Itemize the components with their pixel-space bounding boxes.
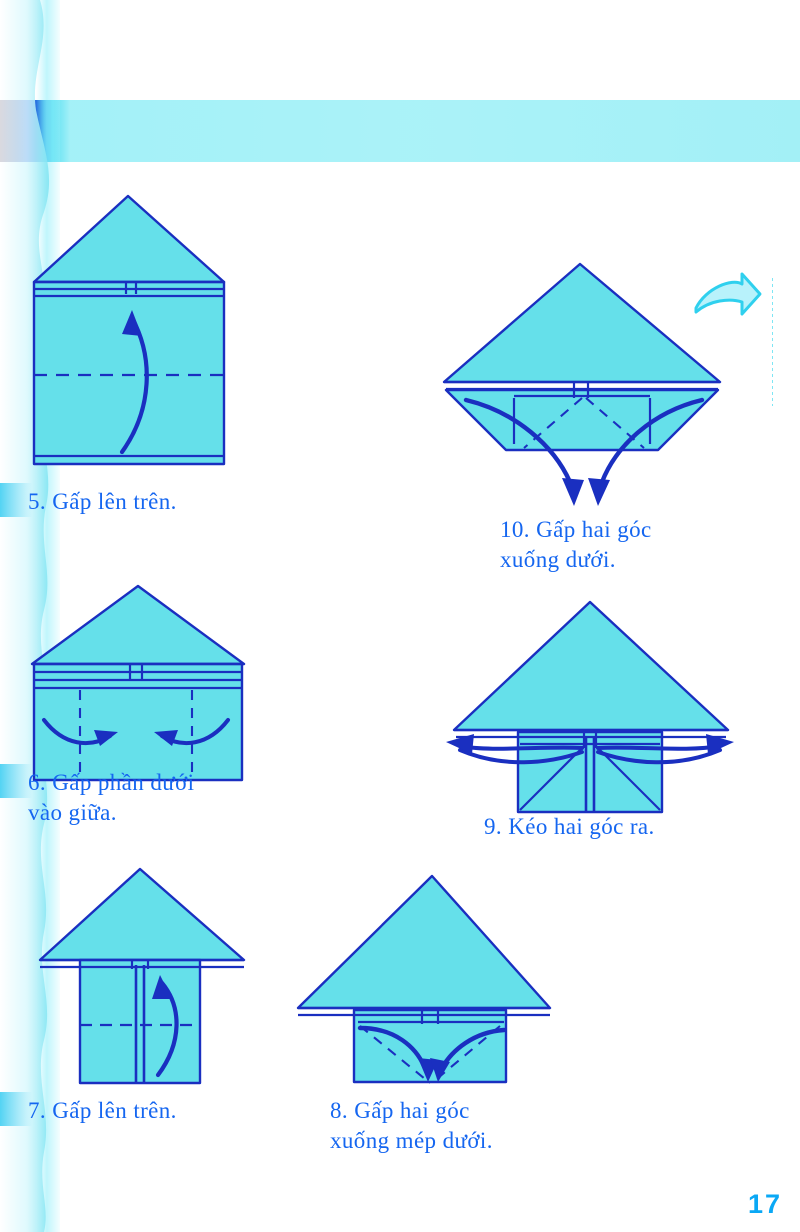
scan-shadow-edge	[0, 100, 70, 162]
fold-arrow-head	[152, 975, 172, 999]
diagram-step-8	[292, 868, 557, 1084]
roof-triangle	[38, 867, 246, 962]
body-rect	[32, 280, 226, 466]
valley-fold-lines	[523, 397, 645, 449]
caption-step-7: 7. Gấp lên trên.	[0, 1091, 177, 1127]
body-rect	[32, 662, 244, 782]
roof-triangle	[32, 194, 226, 284]
fold-arrow-head-left	[94, 730, 118, 746]
scan-light-band	[0, 100, 800, 162]
fold-arrow-head-right	[588, 478, 610, 506]
roof-triangle	[296, 874, 552, 1010]
caption-step-5: 5. Gấp lên trên.	[0, 482, 177, 518]
body-rect	[78, 958, 202, 1085]
fold-arrow-head-right	[430, 1058, 450, 1082]
diagram-step-10	[436, 258, 736, 508]
pull-arrow-head-right	[706, 734, 734, 754]
caption-step-9: 9. Kéo hai góc ra.	[484, 814, 655, 839]
roof-triangle	[30, 584, 246, 666]
caption-step-8: 8. Gấp hai góc xuống mép dưới.	[330, 1098, 493, 1154]
caption-step-6: 6. Gấp phần dưới vào giữa.	[0, 764, 194, 829]
fold-arrow-head-left	[562, 478, 584, 506]
diagram-step-9	[432, 598, 742, 818]
margin-dotted-rule	[772, 278, 773, 406]
valley-fold-lines	[359, 1025, 501, 1084]
caption-step-10: 10. Gấp hai góc xuống dưới.	[500, 517, 652, 573]
page-number: 17	[747, 1189, 782, 1219]
valley-fold-lines	[78, 690, 194, 778]
diagram-step-7	[32, 865, 252, 1090]
roof-triangle	[442, 262, 722, 384]
fold-arrow-head	[122, 310, 142, 336]
pull-arrow-head-left	[446, 734, 474, 754]
fold-arrow-head-right	[154, 730, 178, 746]
turn-over-arrow-icon	[692, 272, 764, 333]
fold-arrows-down	[463, 397, 705, 485]
diagram-step-6	[18, 580, 258, 790]
diagram-step-5	[18, 190, 248, 490]
body-rect	[516, 730, 664, 814]
roof-triangle	[452, 600, 730, 732]
